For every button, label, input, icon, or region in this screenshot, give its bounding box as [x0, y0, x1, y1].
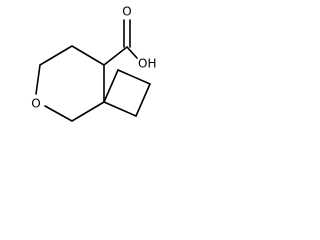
bond-c-c	[117, 69, 151, 85]
bond-c-c	[135, 83, 151, 117]
structure-canvas: O OH O	[31, 5, 156, 122]
bond-o-c	[35, 64, 41, 95]
bond-c-c	[103, 69, 119, 103]
bond-c-o	[44, 105, 73, 122]
bond-c-c	[39, 45, 73, 66]
bond-c-c	[71, 101, 105, 122]
bond-c-oh	[126, 46, 138, 59]
atom-label-hydroxyl: OH	[138, 57, 156, 71]
bond-c-c	[103, 101, 137, 117]
atom-label-ring-oxygen: O	[31, 97, 40, 111]
atom-label-carbonyl-oxygen: O	[122, 5, 131, 19]
bond-c-c	[71, 45, 105, 66]
bond-c-c	[103, 46, 128, 66]
atom-labels: O OH O	[31, 5, 156, 111]
bonds	[35, 19, 151, 122]
